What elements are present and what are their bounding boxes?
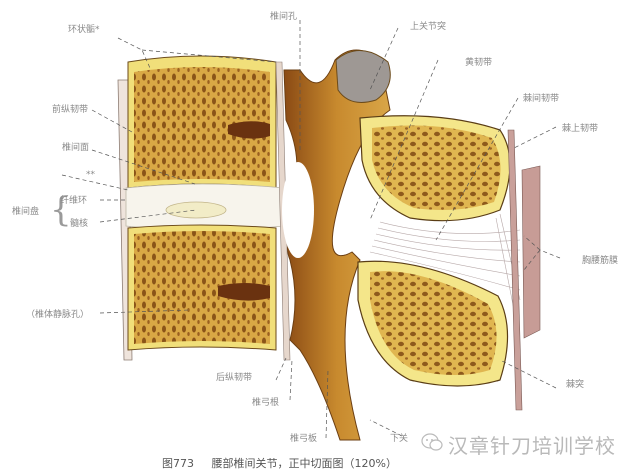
caption-title: 腰部椎间关节，正中切面图（120%） [211, 457, 397, 470]
watermark-text: 汉章针刀培训学校 [448, 434, 616, 458]
lower-spinous-process [357, 260, 509, 387]
label-ligamentum-flavum: 黄韧带 [465, 58, 493, 68]
lower-vertebral-body [127, 224, 277, 351]
label-thoracolumbar-fascia: 胸腰筋膜 [582, 256, 619, 266]
supraspinous-ligament [507, 129, 541, 411]
label-inferior-articular-process: 下关 [390, 434, 409, 444]
label-annulus-fibrosus: 纤维环 [60, 196, 88, 206]
label-intervertebral-foramen: 椎间孔 [270, 12, 298, 22]
figure-caption: 图773 腰部椎间关节，正中切面图（120%） [162, 455, 397, 471]
brace-icon: { [50, 190, 72, 230]
label-spinous-process: 棘突 [566, 380, 585, 390]
vertebral-arch [282, 49, 391, 441]
label-anterior-longitudinal-ligament: 前纵韧带 [52, 105, 89, 115]
label-interspinous-ligament: 棘间韧带 [523, 94, 560, 104]
label-annular-epiphysis: 环状骺* [68, 25, 100, 35]
label-superior-articular-process: 上关节突 [410, 22, 447, 32]
intervertebral-disc [125, 183, 285, 231]
label-basivertebral-foramen: （椎体静脉孔） [26, 310, 90, 320]
label-nucleus-pulposus: 髓核 [70, 219, 89, 229]
label-supraspinous-ligament: 棘上韧带 [562, 124, 599, 134]
label-double-star: ** [86, 170, 95, 180]
wechat-icon [421, 433, 443, 451]
caption-number: 图773 [162, 457, 194, 470]
interspinous-ligament [369, 213, 521, 311]
label-pedicle: 椎弓根 [252, 398, 280, 408]
label-intervertebral-disc: 椎间盘 [12, 207, 40, 217]
leader-lines [61, 20, 561, 439]
upper-vertebral-body [127, 55, 277, 189]
label-lamina: 椎弓板 [290, 434, 318, 444]
label-posterior-longitudinal-ligament: 后纵韧带 [216, 373, 253, 383]
upper-spinous-process [359, 115, 511, 222]
label-intervertebral-surface: 椎间面 [62, 143, 90, 153]
